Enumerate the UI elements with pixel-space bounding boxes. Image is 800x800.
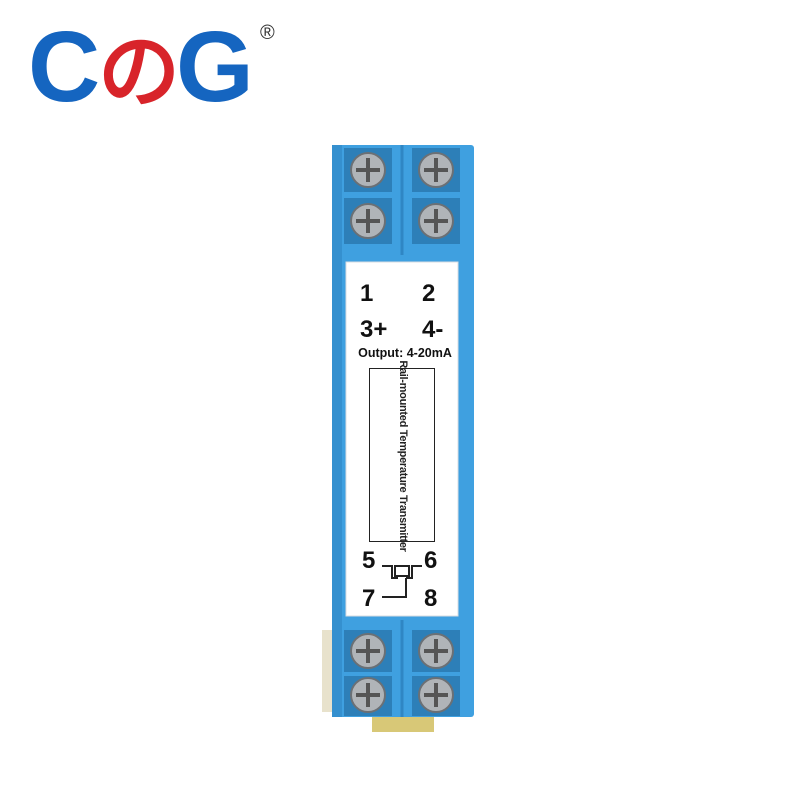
product-name-box: Rail-mounted Temperature Transmitter: [369, 360, 435, 552]
screw-icon[interactable]: [418, 152, 454, 188]
bottom-terminal-block: [344, 630, 460, 716]
output-spec: Output: 4-20mA: [358, 346, 452, 360]
screw-icon[interactable]: [418, 633, 454, 669]
terminal-label-2: 2: [422, 280, 436, 307]
logo-letter-g: G: [176, 11, 254, 123]
product-name: Rail-mounted Temperature Transmitter: [397, 360, 409, 552]
screw-icon[interactable]: [418, 203, 454, 239]
screw-icon[interactable]: [418, 677, 454, 713]
screw-icon[interactable]: [350, 677, 386, 713]
terminal-label-4: 4-: [422, 316, 444, 343]
screw-icon[interactable]: [350, 152, 386, 188]
terminal-label-5: 5: [362, 547, 376, 574]
screw-icon[interactable]: [350, 633, 386, 669]
side-clip-left: [322, 630, 334, 712]
logo-letter-no: の: [98, 27, 181, 118]
housing-shadow: [332, 145, 342, 717]
registered-mark: ®: [260, 22, 275, 44]
terminal-label-1: 1: [360, 280, 374, 307]
screw-icon[interactable]: [350, 203, 386, 239]
relay-wiring-symbol: [382, 565, 422, 598]
terminal-label-3: 3+: [360, 316, 388, 343]
terminal-label-7: 7: [362, 585, 376, 612]
top-terminal-block: [344, 148, 460, 244]
terminal-label-6: 6: [424, 547, 438, 574]
terminal-label-8: 8: [424, 585, 438, 612]
front-label: [345, 261, 459, 617]
logo-letter-c: C: [28, 11, 101, 123]
